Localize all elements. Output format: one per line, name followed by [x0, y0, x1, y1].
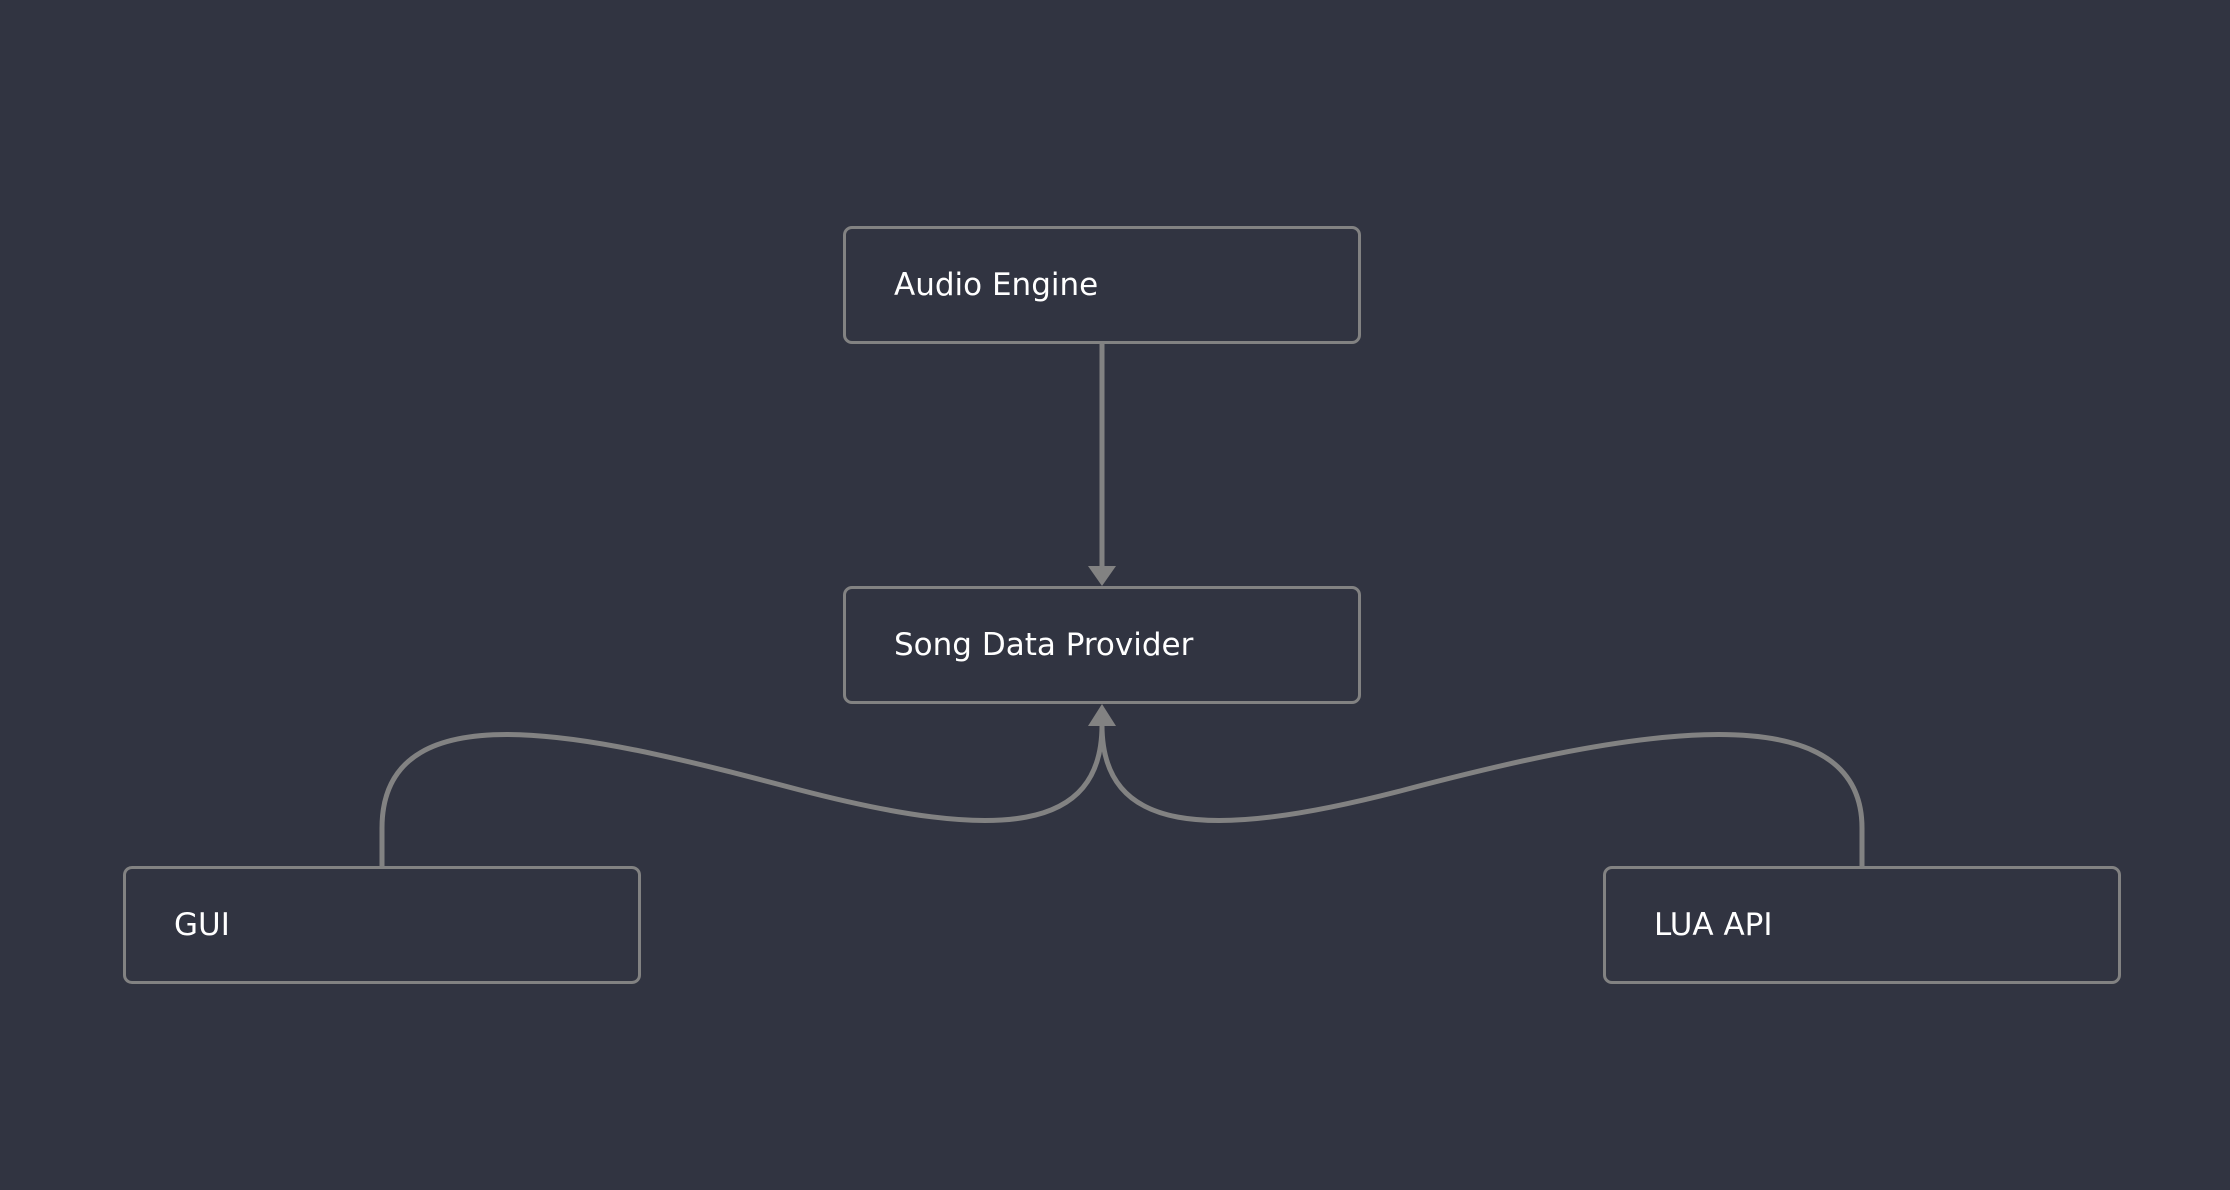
edge-lua-to-song: [1099, 724, 1865, 866]
node-lua-api[interactable]: LUA API: [1603, 866, 2121, 984]
arrowhead-audio-to-song: [1088, 566, 1116, 586]
node-label: LUA API: [1654, 907, 1773, 943]
node-label: Song Data Provider: [894, 627, 1194, 663]
node-song-data-provider[interactable]: Song Data Provider: [843, 586, 1361, 704]
edge-gui-to-song: [379, 724, 1105, 866]
node-gui[interactable]: GUI: [123, 866, 641, 984]
node-label: Audio Engine: [894, 267, 1099, 303]
arrowhead-into-song-bottom: [1088, 704, 1116, 726]
node-audio-engine[interactable]: Audio Engine: [843, 226, 1361, 344]
node-label: GUI: [174, 907, 230, 943]
